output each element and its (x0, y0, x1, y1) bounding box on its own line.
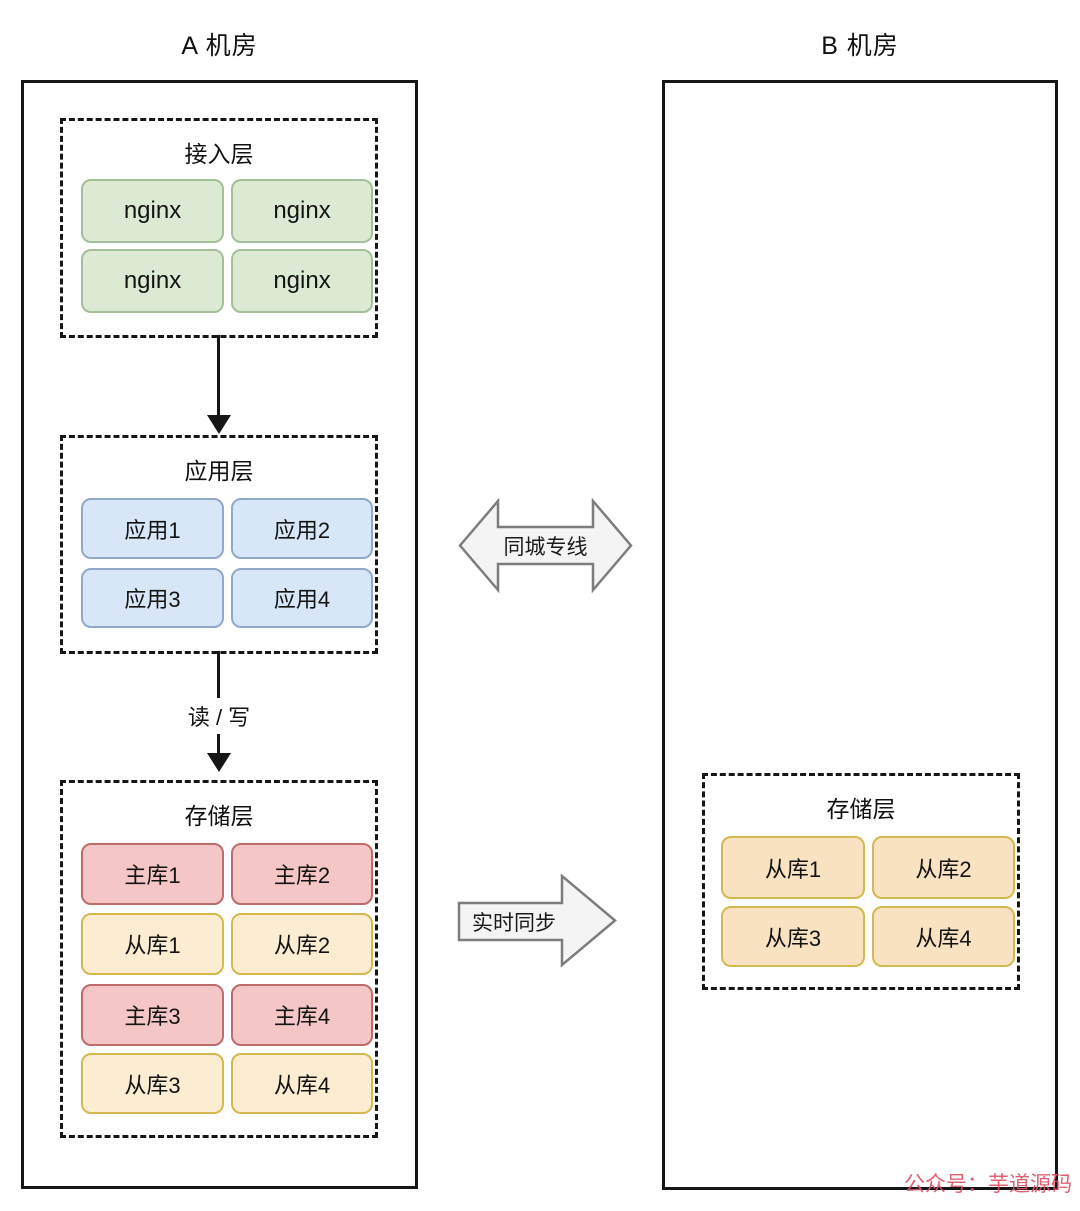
watermark-text: 公众号：芋道源码 (904, 1173, 1072, 1196)
storage-layer-b-box: 存储层 从库1 从库2 从库3 从库4 (702, 773, 1020, 990)
storage-layer-a-box: 存储层 主库1 主库2 从库1 从库2 主库3 主库4 从库3 从库4 (60, 780, 378, 1138)
double-arrow-icon (458, 498, 633, 593)
node-nginx-3: nginx (81, 249, 224, 313)
node-master-1: 主库1 (81, 843, 224, 905)
city-line-double-arrow: 同城专线 (458, 498, 633, 593)
node-slave-a-1: 从库1 (81, 913, 224, 975)
room-a-title: A 机房 (181, 32, 258, 60)
realtime-sync-arrow: 实时同步 (457, 873, 618, 968)
node-slave-a-3: 从库3 (81, 1053, 224, 1114)
access-layer-title: 接入层 (184, 141, 254, 167)
node-app-2: 应用2 (231, 498, 373, 559)
room-b-title: B 机房 (821, 32, 899, 60)
right-arrow-icon (457, 873, 617, 968)
storage-layer-b-title: 存储层 (826, 796, 896, 822)
access-layer-box: 接入层 nginx nginx nginx nginx (60, 118, 378, 338)
node-slave-b-4: 从库4 (872, 906, 1015, 967)
app-layer-box: 应用层 应用1 应用2 应用3 应用4 (60, 435, 378, 654)
node-nginx-2: nginx (231, 179, 373, 243)
access-to-app-arrow-line (217, 335, 220, 417)
realtime-sync-label: 实时同步 (472, 911, 556, 935)
storage-layer-a-title: 存储层 (184, 803, 254, 829)
node-master-4: 主库4 (231, 984, 373, 1046)
node-master-3: 主库3 (81, 984, 224, 1046)
node-app-1: 应用1 (81, 498, 224, 559)
room-b-box (662, 80, 1058, 1190)
node-master-2: 主库2 (231, 843, 373, 905)
city-line-label: 同城专线 (503, 535, 588, 559)
node-app-4: 应用4 (231, 568, 373, 628)
node-app-3: 应用3 (81, 568, 224, 628)
node-slave-b-3: 从库3 (721, 906, 865, 967)
access-to-app-arrowhead-icon (207, 415, 231, 434)
read-write-label: 读 / 写 (159, 698, 279, 734)
app-to-storage-arrowhead-icon (207, 753, 231, 772)
app-layer-title: 应用层 (184, 458, 254, 484)
node-slave-b-2: 从库2 (872, 836, 1015, 899)
node-slave-b-1: 从库1 (721, 836, 865, 899)
node-nginx-1: nginx (81, 179, 224, 243)
node-slave-a-4: 从库4 (231, 1053, 373, 1114)
node-slave-a-2: 从库2 (231, 913, 373, 975)
node-nginx-4: nginx (231, 249, 373, 313)
